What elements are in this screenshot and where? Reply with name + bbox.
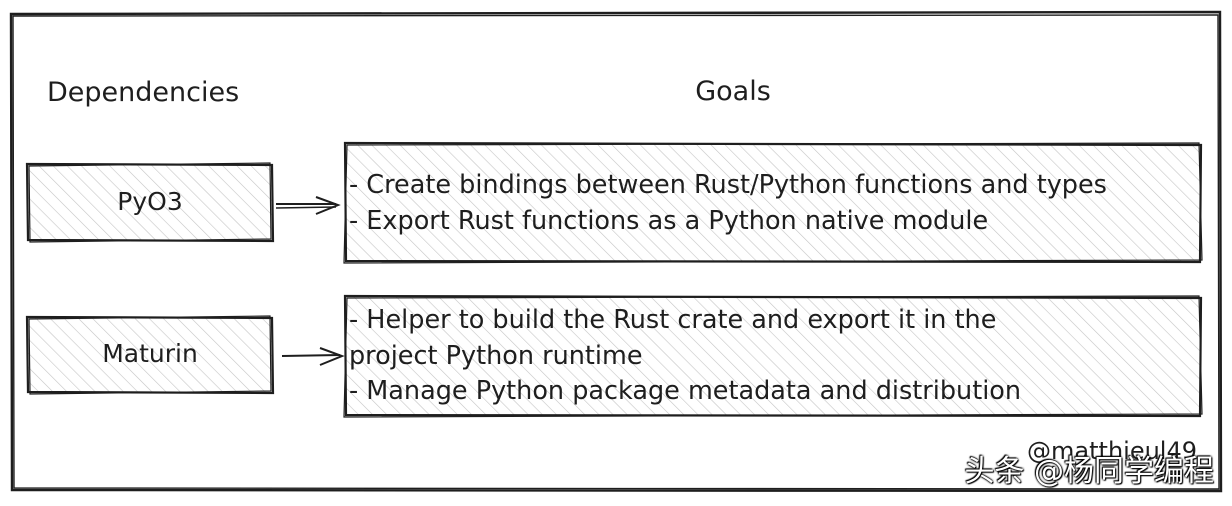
arrow-maturin-to-goals	[281, 347, 345, 366]
goals-box-pyo3: - Create bindings between Rust/Python fu…	[343, 141, 1203, 264]
goal-line: - Export Rust functions as a Python nati…	[349, 206, 988, 236]
goals-box-maturin: - Helper to build the Rust crate and exp…	[343, 294, 1203, 418]
goal-line: - Helper to build the Rust crate and exp…	[349, 305, 996, 335]
goal-line: - Create bindings between Rust/Python fu…	[349, 170, 1107, 200]
dependency-label: PyO3	[117, 187, 182, 216]
outer-frame	[9, 10, 1223, 493]
arrow-pyo3-to-goals	[275, 196, 341, 215]
goals-header: Goals	[695, 76, 771, 107]
dependency-box-maturin: Maturin	[25, 315, 275, 395]
watermark: 头条 @杨同学编程	[964, 454, 1214, 489]
dependency-label: Maturin	[102, 339, 198, 368]
goal-line: - Manage Python package metadata and dis…	[349, 376, 1021, 406]
dependency-box-pyo3: PyO3	[25, 162, 275, 243]
dependencies-header: Dependencies	[47, 77, 239, 108]
goal-line: project Python runtime	[349, 341, 643, 371]
author-handle: @matthieul49	[1027, 437, 1197, 465]
